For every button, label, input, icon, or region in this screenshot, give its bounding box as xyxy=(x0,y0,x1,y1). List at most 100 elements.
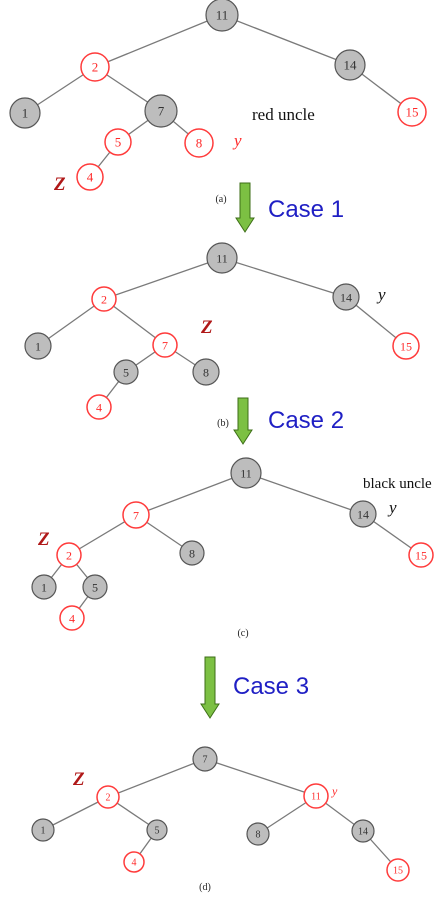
tree-edge xyxy=(204,758,317,797)
red-node-15: 15 xyxy=(392,332,420,360)
node-key: 4 xyxy=(132,858,137,869)
node-key: 7 xyxy=(162,338,168,352)
node-circle xyxy=(179,540,205,566)
case-label: Case 2 xyxy=(268,407,344,434)
red-node-5: 5 xyxy=(104,128,132,156)
node-key: 15 xyxy=(400,339,412,353)
red-node-8: 8 xyxy=(184,128,214,158)
node-key: 14 xyxy=(340,290,352,304)
node-key: 2 xyxy=(106,793,111,804)
node-circle xyxy=(82,574,108,600)
red-node-2: 2 xyxy=(91,286,117,312)
node-circle xyxy=(122,501,150,529)
node-circle xyxy=(332,283,360,311)
node-circle xyxy=(230,457,262,489)
red-node-4: 4 xyxy=(86,394,112,420)
node-circle xyxy=(91,286,117,312)
node-key: 4 xyxy=(69,611,75,625)
z-label: Z xyxy=(72,769,85,790)
y-label: y xyxy=(232,131,242,150)
node-key: 8 xyxy=(196,136,203,151)
black-node-1: 1 xyxy=(9,97,41,129)
black-node-14: 14 xyxy=(351,819,375,843)
black-node-14: 14 xyxy=(332,283,360,311)
tree-edge xyxy=(221,14,351,66)
node-key: 15 xyxy=(406,105,419,120)
node-key: 2 xyxy=(101,292,107,306)
panel-caption: (a) xyxy=(215,194,226,205)
red-node-11: 11 xyxy=(303,783,329,809)
node-key: 8 xyxy=(189,546,195,560)
node-circle xyxy=(9,97,41,129)
panel-caption: (b) xyxy=(217,418,229,429)
black-node-11: 11 xyxy=(205,0,239,32)
black-node-1: 1 xyxy=(31,818,55,842)
black-node-7: 7 xyxy=(144,94,178,128)
black-node-14: 14 xyxy=(334,49,366,81)
node-circle xyxy=(113,359,139,385)
black-node-5: 5 xyxy=(82,574,108,600)
case-label: Case 1 xyxy=(268,196,344,223)
node-key: 7 xyxy=(133,508,139,522)
node-key: 1 xyxy=(22,106,29,121)
node-key: 5 xyxy=(123,365,129,379)
red-node-7: 7 xyxy=(122,501,150,529)
node-circle xyxy=(144,94,178,128)
z-label: Z xyxy=(53,174,66,195)
node-circle xyxy=(123,851,145,873)
panel-caption: (d) xyxy=(199,882,211,893)
node-circle xyxy=(96,785,120,809)
red-node-2: 2 xyxy=(80,52,110,82)
node-circle xyxy=(31,818,55,842)
node-circle xyxy=(152,332,178,358)
node-key: 11 xyxy=(311,792,321,803)
transition-t1: Case 1 xyxy=(235,182,344,233)
tree-edge xyxy=(42,796,109,831)
node-key: 7 xyxy=(158,104,165,119)
node-circle xyxy=(206,242,238,274)
red-node-15: 15 xyxy=(386,858,410,882)
z-label: Z xyxy=(200,317,213,338)
black-node-8: 8 xyxy=(179,540,205,566)
node-key: 11 xyxy=(240,466,252,480)
y-label: y xyxy=(376,285,386,304)
red-node-2: 2 xyxy=(96,785,120,809)
black-node-5: 5 xyxy=(146,819,168,841)
node-key: 14 xyxy=(358,827,368,838)
red-node-4: 4 xyxy=(76,163,104,191)
node-circle xyxy=(76,163,104,191)
node-key: 2 xyxy=(92,60,99,75)
node-circle xyxy=(351,819,375,843)
red-node-15: 15 xyxy=(397,97,427,127)
transition-t3: Case 3 xyxy=(200,656,309,719)
node-circle xyxy=(205,0,239,32)
tree-edge xyxy=(107,758,206,798)
y-label: y xyxy=(387,498,397,517)
down-arrow-icon xyxy=(235,182,255,233)
node-key: 14 xyxy=(344,58,358,73)
node-circle xyxy=(192,746,218,772)
black-node-14: 14 xyxy=(349,500,377,528)
node-circle xyxy=(408,542,434,568)
node-circle xyxy=(24,332,52,360)
node-circle xyxy=(86,394,112,420)
black-node-5: 5 xyxy=(113,359,139,385)
node-key: 5 xyxy=(115,135,122,150)
black-node-8: 8 xyxy=(246,822,270,846)
tree-edge xyxy=(135,472,247,516)
node-key: 1 xyxy=(35,339,41,353)
node-circle xyxy=(146,819,168,841)
node-circle xyxy=(80,52,110,82)
node-circle xyxy=(246,822,270,846)
node-key: 14 xyxy=(357,507,369,521)
tree-edge xyxy=(221,257,347,298)
black-node-7: 7 xyxy=(192,746,218,772)
tree-edge xyxy=(103,257,223,300)
black-node-1: 1 xyxy=(31,574,57,600)
case-label: Case 3 xyxy=(233,673,309,700)
node-key: 1 xyxy=(41,580,47,594)
node-key: 15 xyxy=(415,548,427,562)
